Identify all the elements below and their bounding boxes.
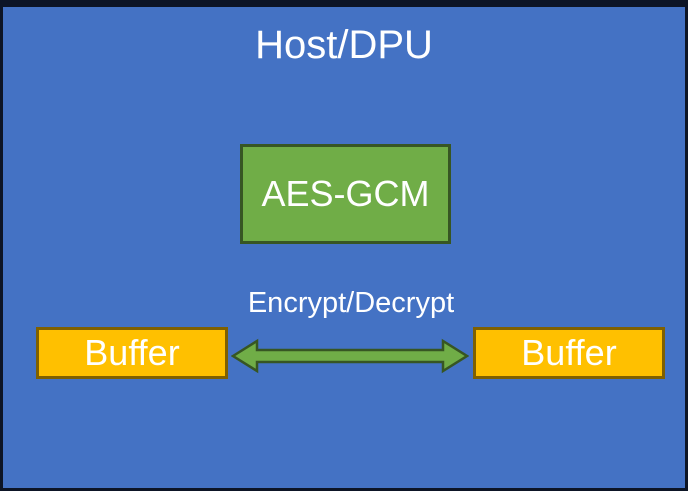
aes-gcm-node[interactable]: AES-GCM [240, 144, 451, 244]
buffer-right-node-label: Buffer [521, 332, 617, 373]
page-title: Host/DPU [255, 23, 433, 67]
buffer-right-node[interactable]: Buffer [473, 327, 665, 379]
connector-label-encrypt-decrypt: Encrypt/Decrypt [247, 287, 455, 319]
aes-gcm-node-label: AES-GCM [261, 173, 430, 214]
host-dpu-container: Host/DPU AES-GCM Encrypt/Decrypt Buffer … [3, 7, 685, 488]
buffer-left-node-label: Buffer [84, 332, 180, 373]
double-headed-arrow-icon [231, 337, 469, 375]
buffer-left-node[interactable]: Buffer [36, 327, 228, 379]
